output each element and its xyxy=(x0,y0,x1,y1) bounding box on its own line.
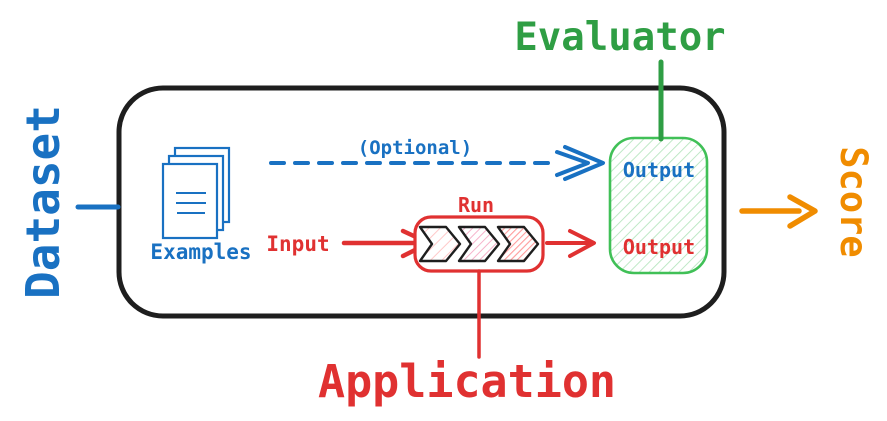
evaluator-label: Evaluator xyxy=(514,15,726,60)
run-output-arrow xyxy=(545,229,596,258)
evaluator-output-top-label: Output xyxy=(622,158,696,182)
score-label: Score xyxy=(832,146,875,258)
system-boundary-box xyxy=(116,85,727,319)
input-caption: Input xyxy=(266,232,330,256)
application-label: Application xyxy=(317,355,616,408)
optional-caption: (Optional) xyxy=(357,137,473,159)
evaluator-output-bottom-label: Output xyxy=(622,235,696,259)
run-caption: Run xyxy=(457,193,495,217)
triple-chevron-pipeline-icon xyxy=(413,215,545,273)
dataset-label: Dataset xyxy=(16,105,70,299)
chevron-step-2 xyxy=(457,225,501,263)
chevron-step-1 xyxy=(418,225,462,263)
score-arrow xyxy=(739,194,818,229)
chevron-step-3 xyxy=(496,225,540,263)
stacked-documents-icon xyxy=(161,146,231,240)
dashed-optional-arrow xyxy=(269,145,605,181)
examples-caption: Examples xyxy=(150,240,252,264)
